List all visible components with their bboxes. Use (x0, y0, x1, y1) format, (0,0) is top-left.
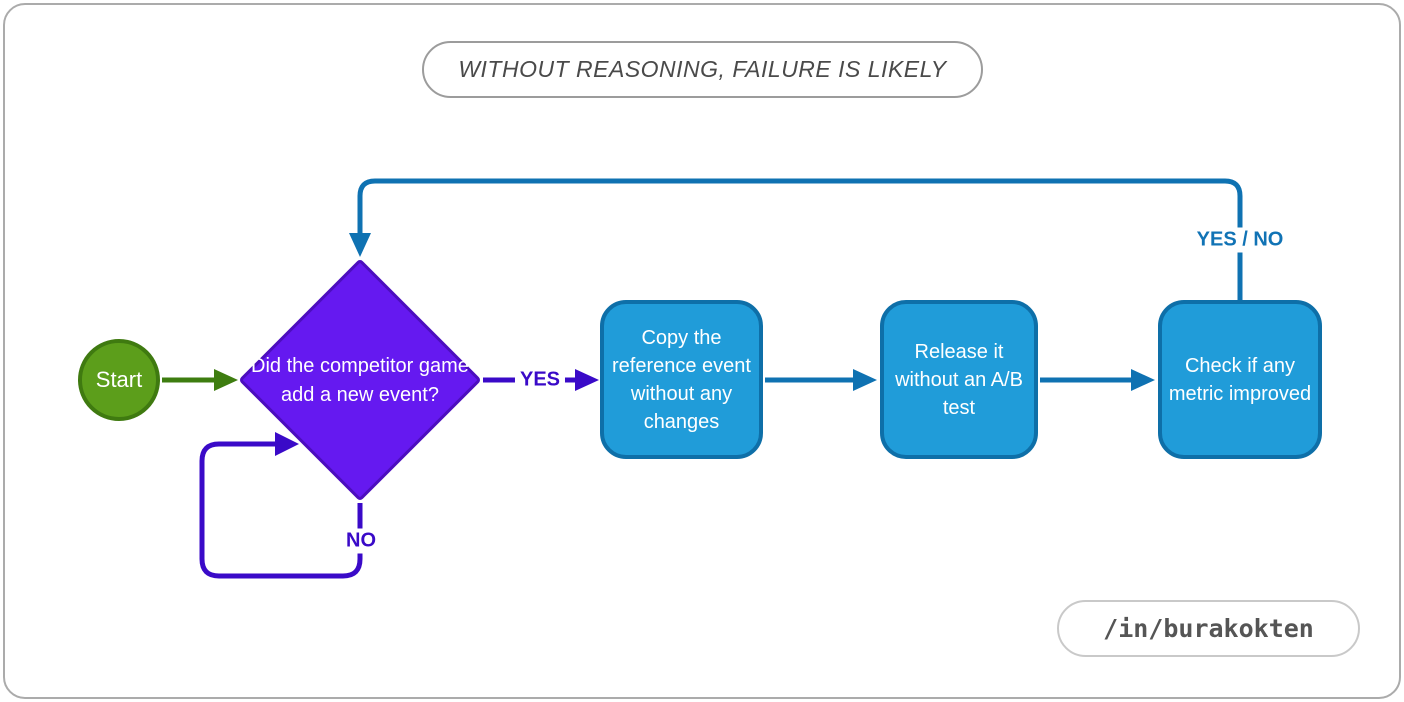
outer-frame (3, 3, 1401, 699)
banner-pill: WITHOUT REASONING, FAILURE IS LIKELY (422, 41, 983, 98)
edge-check-decision-loop (357, 178, 1243, 300)
arrowhead-decision-self-loop (275, 432, 299, 456)
edge-decision-self-loop (199, 441, 363, 579)
node-release: Release it without an A/B test (880, 300, 1038, 459)
node-release-label: Release it without an A/B test (895, 340, 1023, 419)
node-start-label: Start (95, 367, 143, 392)
banner-text: WITHOUT REASONING, FAILURE IS LIKELY (458, 56, 947, 82)
arrowhead-start-decision (214, 369, 238, 391)
edge-label-no: NO (341, 528, 381, 554)
arrowhead-copy-release (853, 369, 877, 391)
node-start: Start (78, 339, 160, 421)
node-copy-reference: Copy the reference event without any cha… (600, 300, 763, 459)
node-decision-label: Did the competitor game add a new event? (251, 355, 469, 406)
footer-handle-text: /in/burakokten (1103, 614, 1314, 643)
arrowhead-decision-copy (575, 369, 599, 391)
node-check-metric-label: Check if any metric improved (1168, 354, 1312, 405)
arrowhead-release-check (1131, 369, 1155, 391)
node-check-metric: Check if any metric improved (1158, 300, 1322, 459)
node-decision: Did the competitor game add a new event? (250, 311, 470, 451)
node-copy-reference-label: Copy the reference event without any cha… (612, 326, 751, 433)
edge-label-yes-no: YES / NO (1191, 227, 1289, 253)
arrowhead-check-decision-loop (349, 233, 371, 257)
footer-pill: /in/burakokten (1057, 600, 1360, 657)
edge-label-yes: YES (514, 367, 566, 393)
